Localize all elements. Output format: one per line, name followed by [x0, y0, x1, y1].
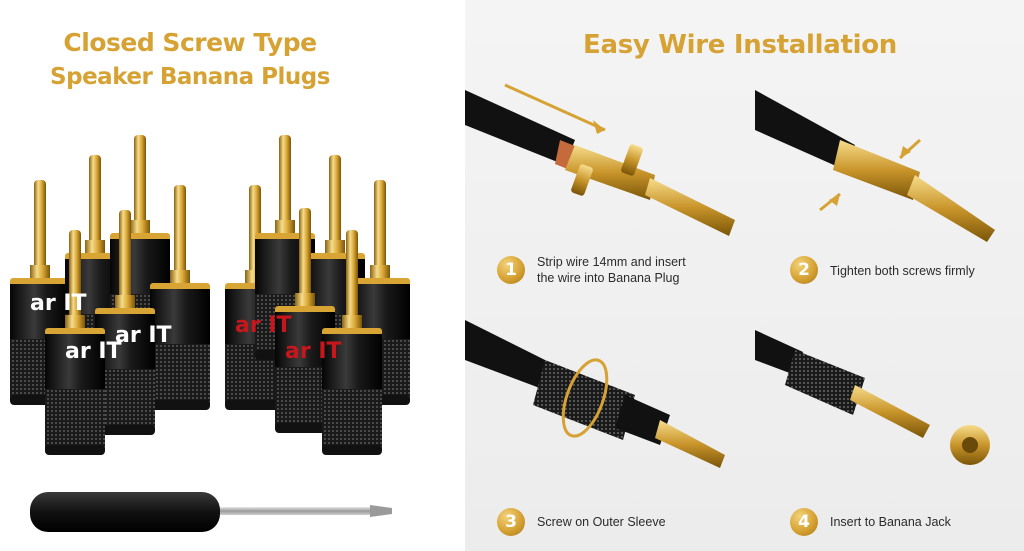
step3-number-badge: 3	[497, 508, 525, 536]
step2-number-badge: 2	[790, 256, 818, 284]
plug-brand-mark: ar IT	[235, 313, 292, 338]
plug-brand-mark: ar IT	[115, 323, 172, 348]
step2-tighten-screws-image	[755, 90, 995, 242]
screwdriver-image	[30, 492, 392, 532]
plug-brand-mark: ar IT	[285, 339, 342, 364]
product-panel: Closed Screw Type Speaker Banana Plugs	[0, 0, 465, 551]
step1-number-badge: 1	[497, 256, 525, 284]
product-title-line2: Speaker Banana Plugs	[50, 64, 330, 90]
product-title-line1: Closed Screw Type	[63, 28, 317, 57]
installation-panel: Easy Wire Installation	[465, 0, 1024, 551]
step4-insert-jack-image	[755, 330, 990, 465]
installation-title: Easy Wire Installation	[583, 30, 897, 60]
plug-brand-mark: ar IT	[65, 339, 122, 364]
step3-screw-sleeve-image	[465, 320, 725, 468]
step1-caption: Strip wire 14mm and insert the wire into…	[537, 255, 686, 285]
step1-strip-wire-image	[465, 83, 735, 236]
step2-caption: Tighten both screws firmly	[830, 264, 975, 278]
banana-plugs-group-image: ar IT ar IT ar IT ar IT ar IT	[10, 135, 410, 455]
step4-number-badge: 4	[790, 508, 818, 536]
step3-caption: Screw on Outer Sleeve	[537, 515, 666, 529]
plug-brand-mark: ar IT	[30, 291, 87, 316]
step4-caption: Insert to Banana Jack	[830, 515, 951, 529]
